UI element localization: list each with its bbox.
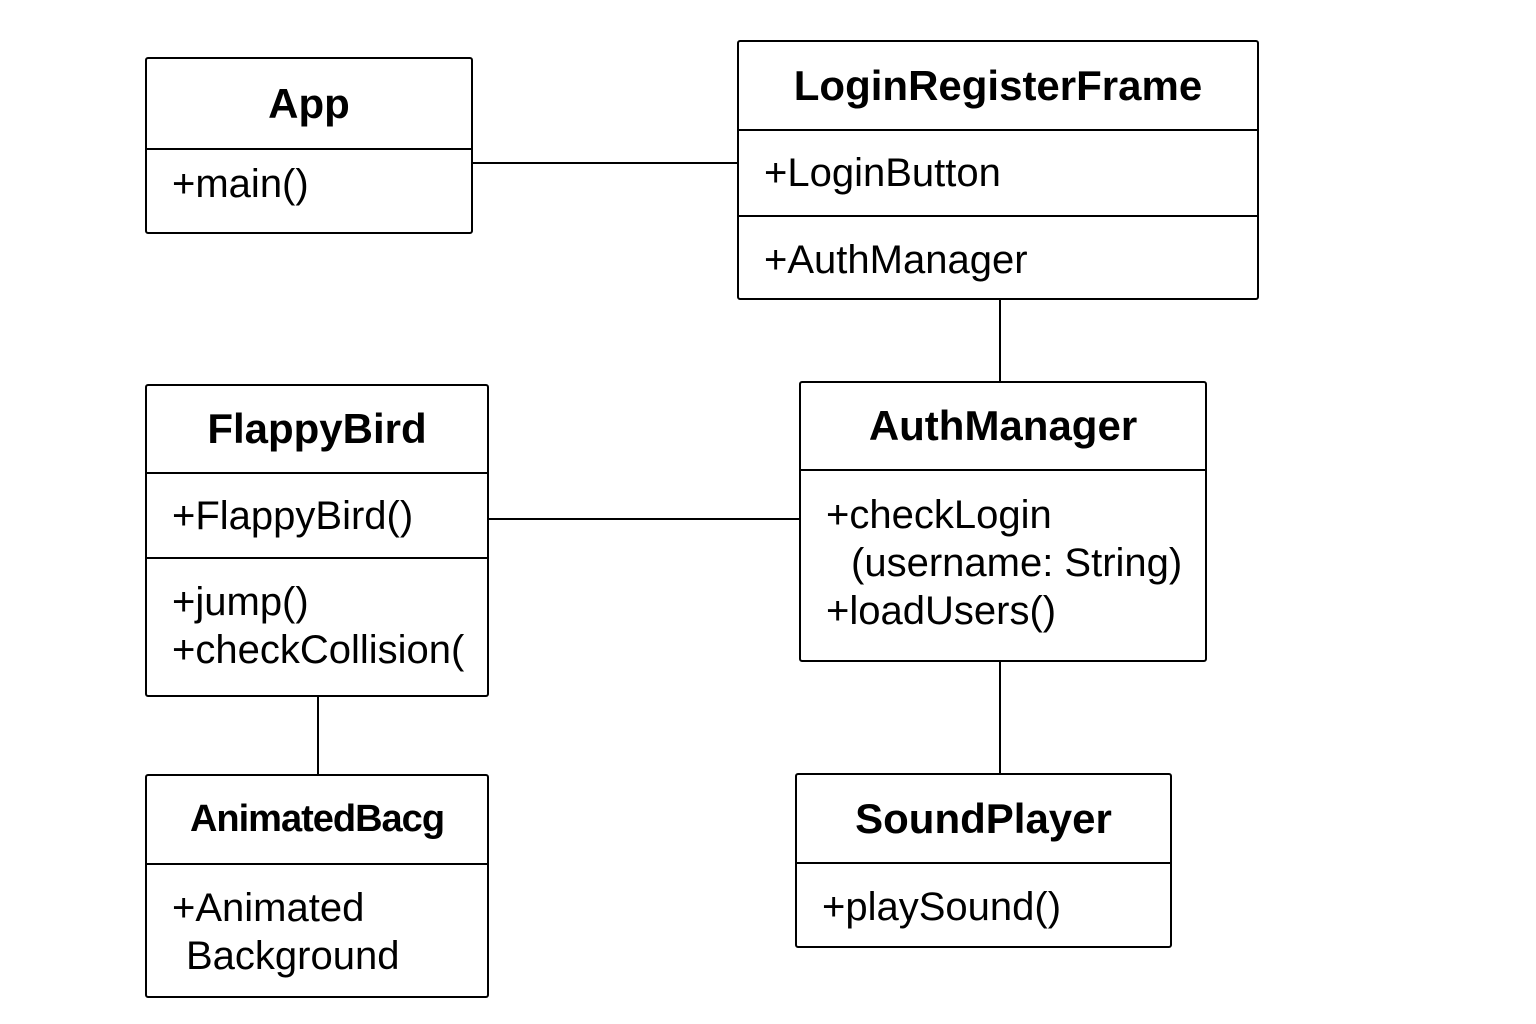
class-auth-manager: AuthManager +checkLogin (username: Strin… [799,381,1207,662]
class-animated-background-name: AnimatedBacg [147,776,487,865]
class-sound-player-name: SoundPlayer [797,775,1170,864]
member-auth-manager: +AuthManager [764,238,1028,282]
member-jump: +jump() [172,580,309,624]
class-login-register-frame-operations: +AuthManager [739,217,1257,284]
class-flappy-bird-constructor: +FlappyBird() [147,474,487,559]
class-login-register-frame-attributes: +LoginButton [739,131,1257,217]
member-background: Background [186,934,400,978]
class-app-operations: +main() [147,150,471,208]
class-auth-manager-name: AuthManager [801,383,1205,471]
member-check-login-params: (username: String) [851,541,1183,585]
member-login-button: +LoginButton [764,151,1001,195]
class-animated-background: AnimatedBacg +Animated Background [145,774,489,998]
class-animated-background-operations: +Animated Background [147,865,487,980]
class-auth-manager-operations: +checkLogin (username: String) +loadUser… [801,471,1205,635]
class-app-name: App [147,59,471,150]
member-main: +main() [172,162,309,206]
member-check-login: +checkLogin [826,493,1052,537]
member-play-sound: +playSound() [822,885,1062,929]
member-check-collision: +checkCollision( [172,628,465,672]
class-flappy-bird-name: FlappyBird [147,386,487,474]
class-login-register-frame-name: LoginRegisterFrame [739,42,1257,131]
class-flappy-bird: FlappyBird +FlappyBird() +jump() +checkC… [145,384,489,697]
member-flappy-bird-constructor: +FlappyBird() [172,494,414,538]
class-flappy-bird-operations: +jump() +checkCollision( [147,559,487,674]
class-sound-player: SoundPlayer +playSound() [795,773,1172,948]
member-load-users: +loadUsers() [826,589,1057,633]
class-login-register-frame: LoginRegisterFrame +LoginButton +AuthMan… [737,40,1259,300]
member-animated: +Animated [172,886,365,930]
class-app: App +main() [145,57,473,234]
class-sound-player-operations: +playSound() [797,864,1170,931]
